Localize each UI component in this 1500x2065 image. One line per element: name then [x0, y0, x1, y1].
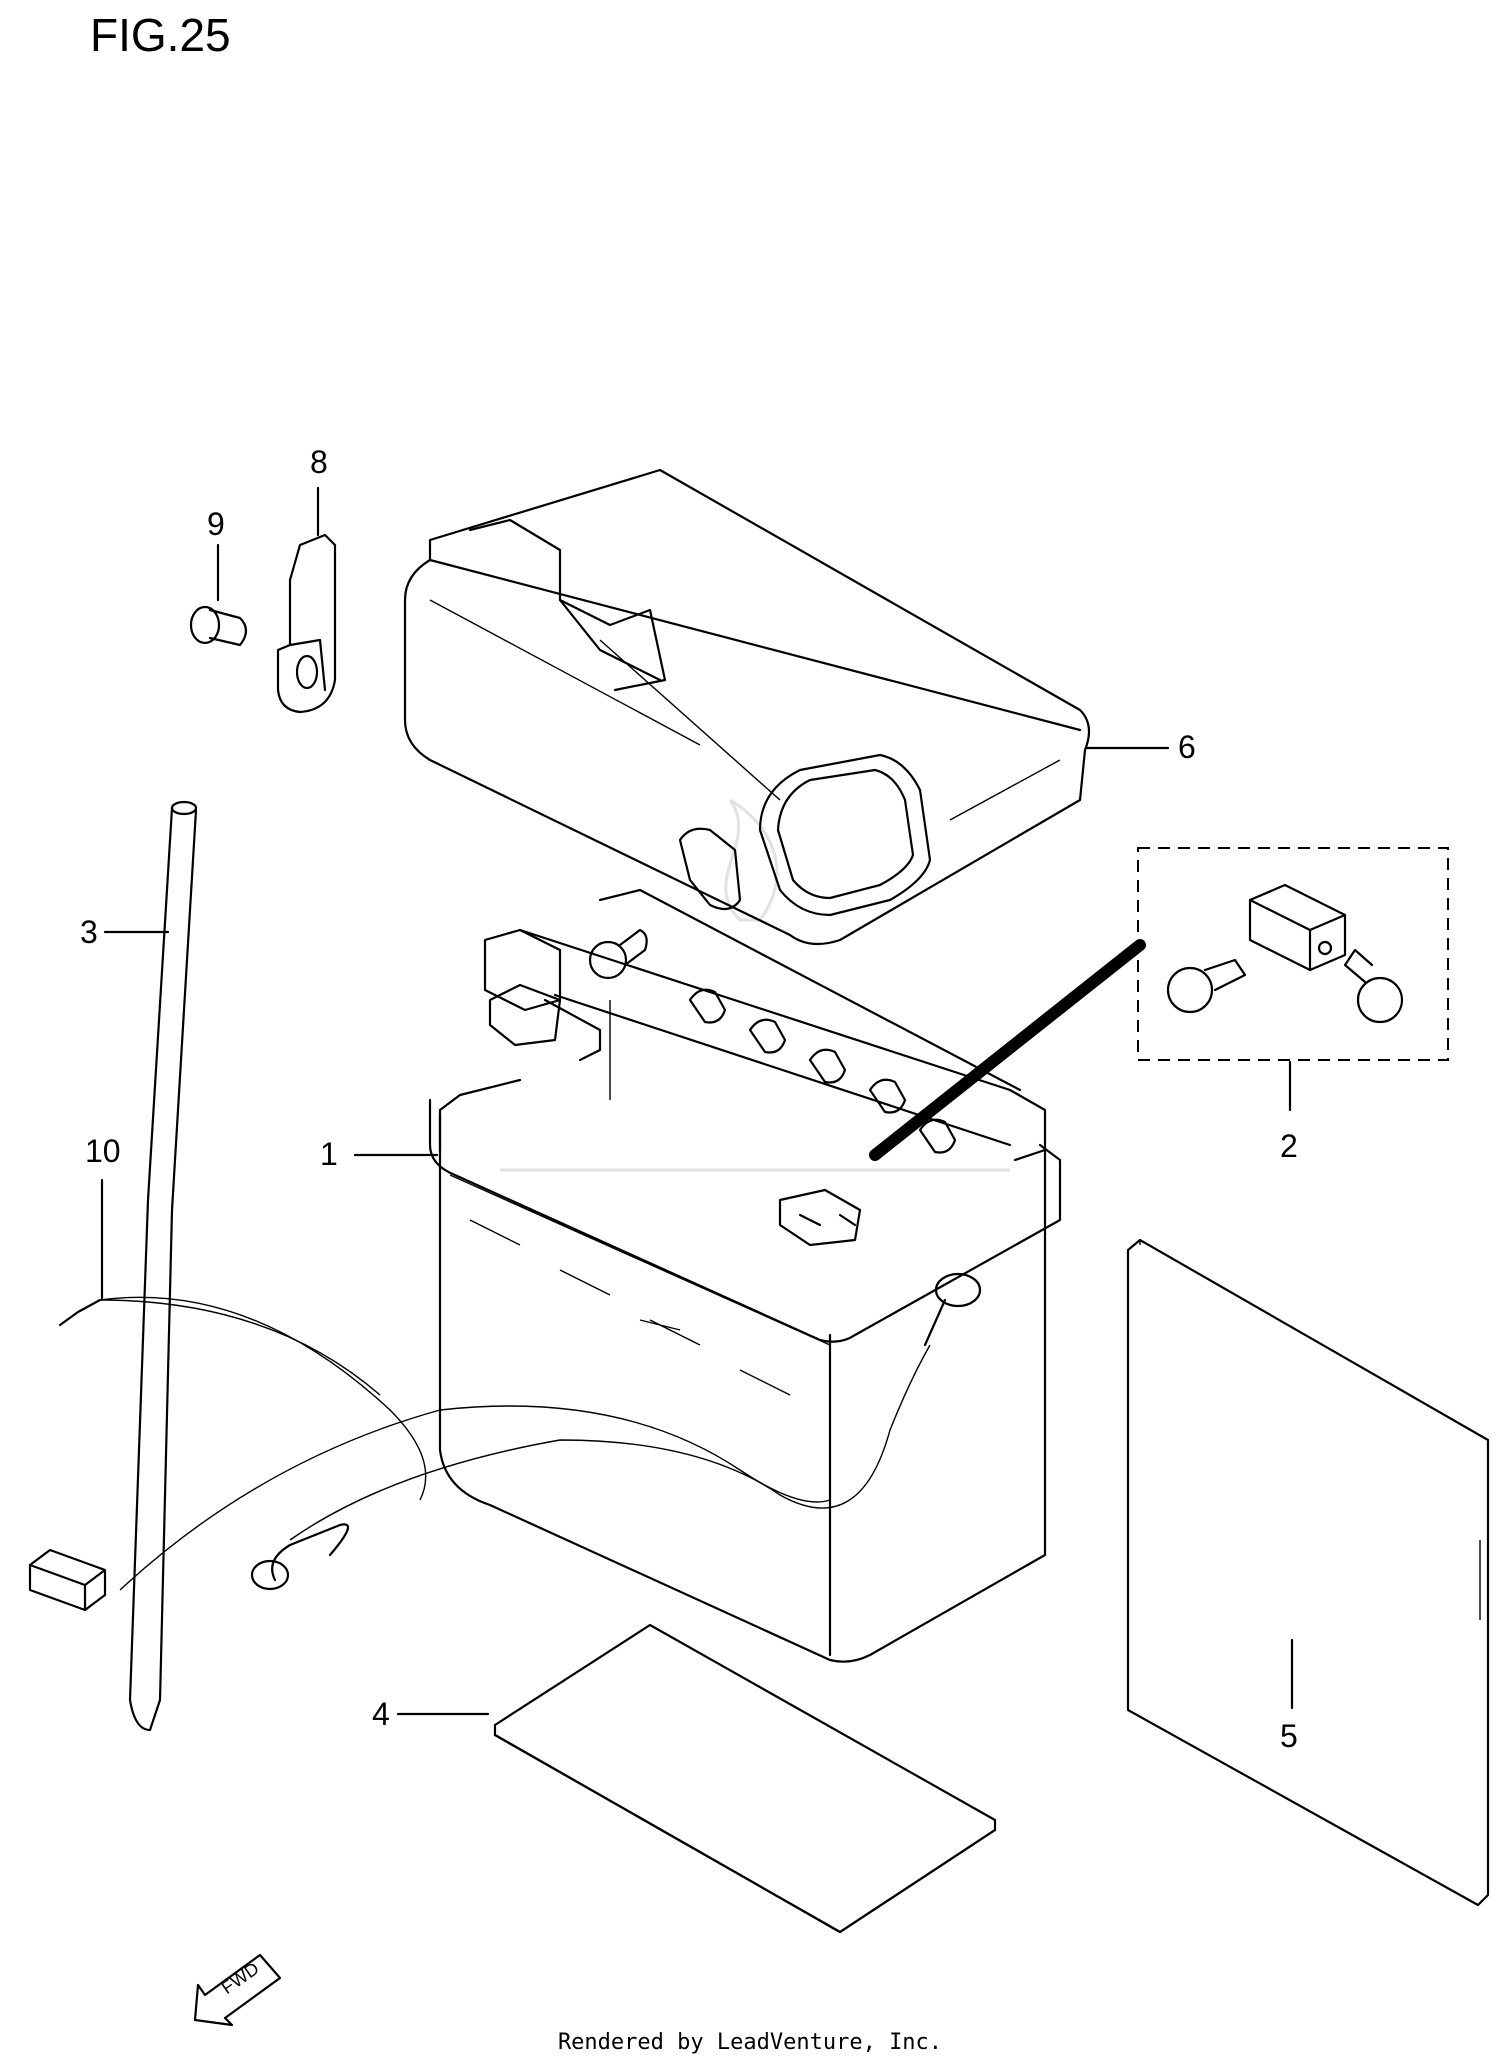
footer-credit: Rendered by LeadVenture, Inc.: [557, 2030, 943, 2055]
watermark-logo: [500, 798, 1010, 1172]
battery-cover: [403, 468, 1091, 946]
bolt: [189, 605, 248, 647]
callout-8: 8: [310, 444, 328, 480]
callout-10: 10: [85, 1133, 121, 1169]
callout-6: 6: [1178, 729, 1196, 765]
leader-lines: [100, 486, 1294, 1716]
cover-bolt: [588, 928, 648, 980]
sheet: [1126, 1238, 1490, 1907]
breather-tube: [128, 800, 198, 1732]
fwd-arrow-icon: [193, 1953, 282, 2027]
callout-3: 3: [80, 914, 98, 950]
callout-5: 5: [1280, 1718, 1298, 1754]
callout-9: 9: [207, 506, 225, 542]
callout-4: 4: [372, 1696, 390, 1732]
lead-wire: [28, 1272, 982, 1612]
clamp: [276, 533, 337, 714]
callout-2: 2: [1280, 1128, 1298, 1164]
figure-title: FIG.25: [90, 9, 231, 61]
pad: [493, 1623, 997, 1934]
callout-1: 1: [320, 1136, 338, 1172]
terminal-bolt-set: [869, 847, 1449, 1161]
